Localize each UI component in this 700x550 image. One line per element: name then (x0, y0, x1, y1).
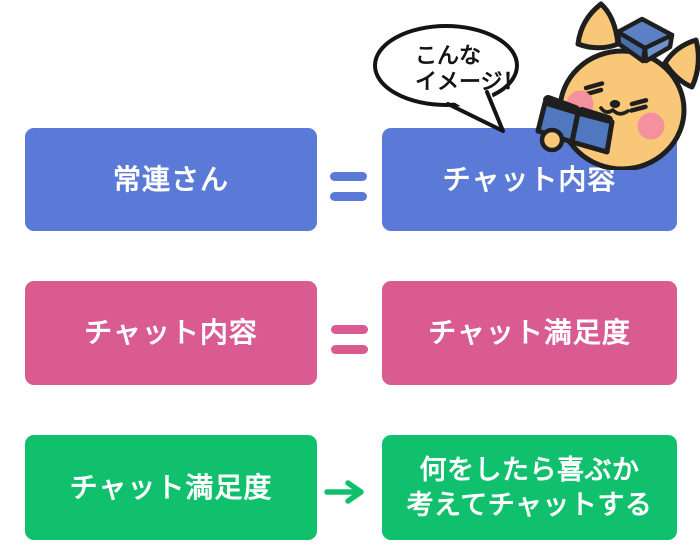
fox-reading-book-mascot-icon (528, 0, 700, 172)
equals-bar-top (331, 325, 368, 334)
equals-bar-top (330, 172, 367, 181)
box-chat-satisfaction-right: チャット満足度 (382, 281, 677, 385)
box-label-line2: 考えてチャットする (406, 489, 653, 521)
fox-nose (609, 100, 621, 108)
fox-right-ear (662, 37, 700, 90)
box-think-what-pleases: 何をしたら喜ぶか 考えてチャットする (382, 435, 677, 540)
speech-bubble-tail-outline (446, 90, 505, 133)
fox-left-ear (575, 1, 621, 51)
fox-right-cheek (637, 112, 665, 140)
arrow-head (345, 480, 364, 504)
equals-icon (330, 172, 367, 201)
speech-bubble: こんな イメージ！ (360, 12, 525, 142)
box-chat-satisfaction-left: チャット満足度 (25, 435, 317, 540)
box-chat-content-left: チャット内容 (25, 281, 317, 385)
graduation-cap-board (615, 16, 675, 51)
open-book-icon (535, 95, 615, 155)
right-arrow-icon (322, 479, 368, 505)
equals-bar-bottom (330, 192, 367, 201)
box-regular-customer: 常連さん (25, 128, 317, 231)
bubble-line2: イメージ！ (415, 70, 520, 95)
speech-bubble-body (373, 24, 519, 107)
fox-paw (539, 127, 565, 153)
bubble-line1: こんな (415, 44, 481, 69)
fox-mouth (599, 106, 630, 116)
equals-icon (331, 325, 368, 354)
box-label-line1: 何をしたら喜ぶか (419, 454, 640, 486)
equals-bar-bottom (331, 345, 368, 354)
